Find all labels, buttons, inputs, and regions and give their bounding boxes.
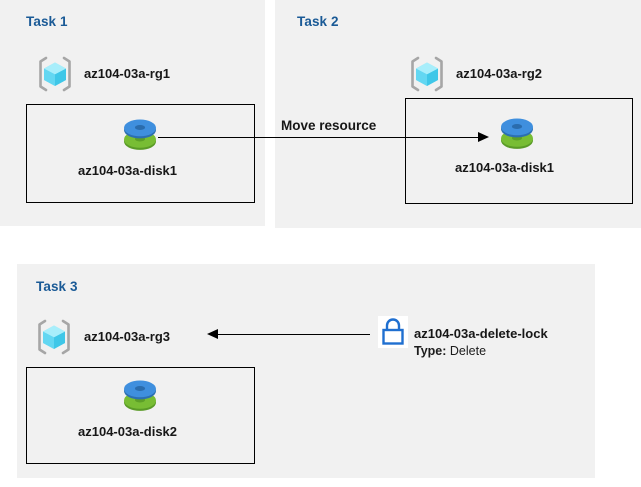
- task-1-resource-box: [26, 104, 255, 203]
- task-3-panel: [17, 264, 595, 478]
- move-resource-arrow-head: [478, 131, 489, 142]
- task-1-panel: [0, 0, 265, 226]
- task-1-resource-label: az104-03a-disk1: [78, 163, 178, 178]
- task-2-resource-group-label: az104-03a-rg2: [456, 66, 542, 81]
- task-1-title: Task 1: [26, 14, 68, 29]
- resource-group-cube-icon: [36, 55, 74, 93]
- task-2-panel: [275, 0, 641, 228]
- resource-group-cube-icon: [35, 318, 73, 356]
- managed-disk-icon: [120, 375, 160, 417]
- task-3-resource-label: az104-03a-disk2: [78, 424, 178, 439]
- delete-lock-arrow-head: [207, 328, 218, 339]
- delete-lock-arrow-line: [218, 334, 370, 335]
- managed-disk-icon: [497, 113, 537, 155]
- resource-group-cube-icon: [408, 55, 446, 93]
- task-3-resource-group-label: az104-03a-rg3: [84, 329, 170, 344]
- delete-lock-type-label: Type: Delete: [414, 344, 486, 358]
- delete-lock-type-value: Delete: [449, 344, 487, 358]
- task-2-resource-label: az104-03a-disk1: [455, 160, 555, 175]
- task-3-resource-box: [26, 367, 255, 464]
- task-2-title: Task 2: [297, 14, 339, 29]
- move-resource-arrow-line: [158, 137, 480, 138]
- padlock-icon: [378, 316, 408, 348]
- managed-disk-icon: [120, 114, 160, 156]
- move-resource-label: Move resource: [281, 118, 377, 133]
- task-1-resource-group-label: az104-03a-rg1: [84, 66, 170, 81]
- delete-lock-name-label: az104-03a-delete-lock: [414, 326, 548, 341]
- delete-lock-type-key: Type:: [414, 344, 447, 358]
- task-3-title: Task 3: [36, 279, 78, 294]
- task-2-resource-box: [405, 98, 633, 204]
